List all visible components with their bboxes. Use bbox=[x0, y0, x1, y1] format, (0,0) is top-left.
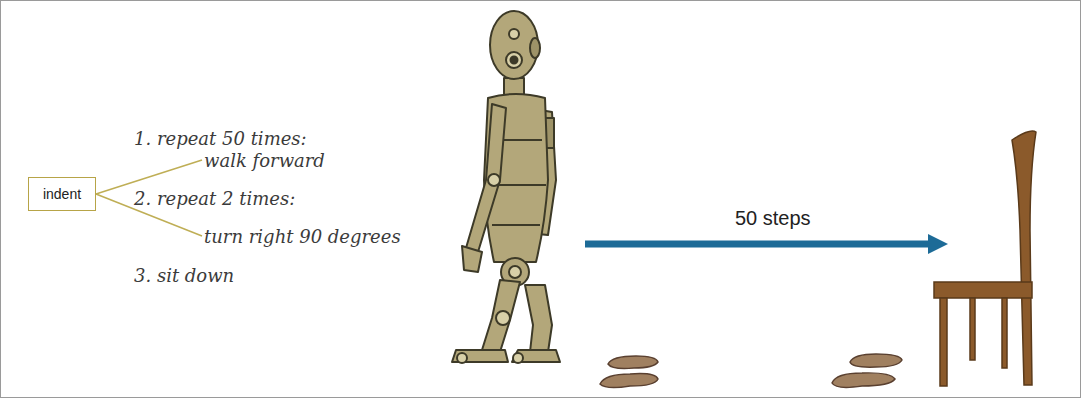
code-line: walk forward bbox=[204, 150, 325, 172]
code-line: turn right 90 degrees bbox=[204, 226, 401, 248]
annotation-box: indent bbox=[28, 177, 96, 211]
code-line: 2. repeat 2 times: bbox=[134, 188, 295, 210]
box-text: indent bbox=[43, 186, 81, 202]
steps-arrow bbox=[585, 234, 948, 254]
chair bbox=[934, 131, 1036, 386]
robot bbox=[452, 11, 560, 363]
code-line: 3. sit down bbox=[134, 265, 234, 287]
arrow-label: 50 steps bbox=[735, 206, 811, 230]
footprints bbox=[600, 354, 902, 388]
code-line: 1. repeat 50 times: bbox=[134, 128, 307, 150]
